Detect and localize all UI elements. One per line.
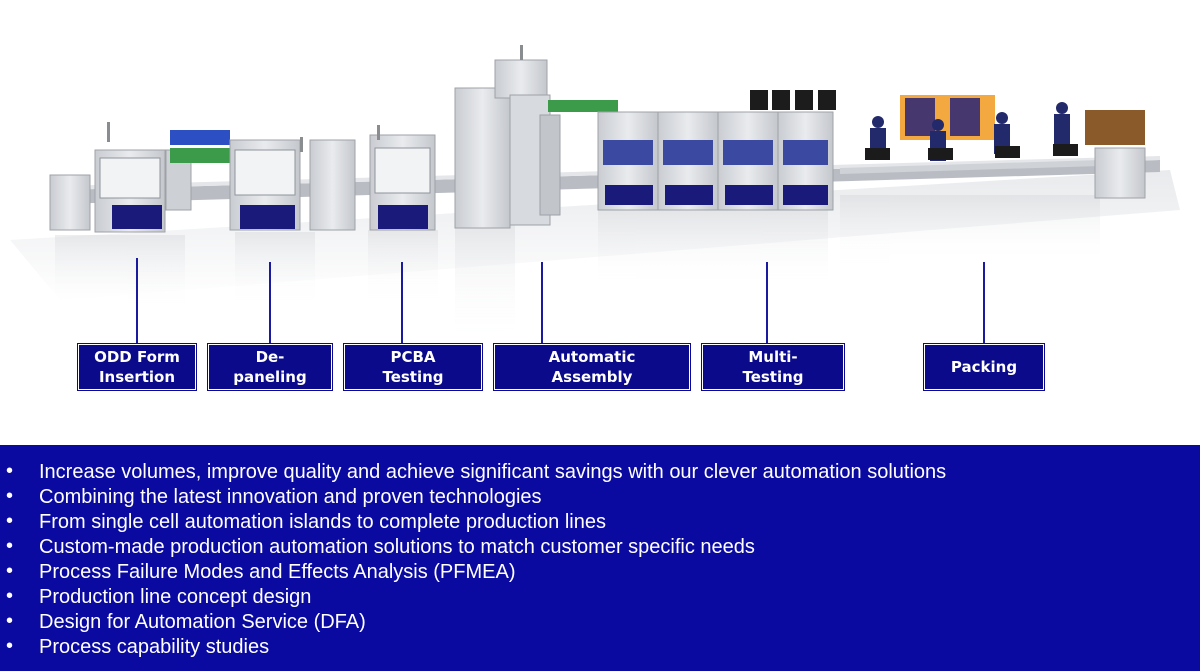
stage-label-depaneling: De- paneling [207, 343, 333, 391]
bullet-item: • Production line concept design [0, 585, 1200, 610]
machine-pcba-testing [369, 125, 436, 231]
stage-label-odd-form-insertion: ODD Form Insertion [77, 343, 197, 391]
bullet-item: • Process Failure Modes and Effects Analy… [0, 560, 1200, 585]
bullet-icon: • [6, 585, 14, 607]
bullet-item: • From single cell automation islands to … [0, 510, 1200, 535]
info-panel: • Increase volumes, improve quality and a… [0, 445, 1200, 671]
bullet-icon: • [6, 485, 14, 507]
bullet-icon: • [6, 560, 14, 582]
stage-label-packing: Packing [923, 343, 1045, 391]
bullet-text: Process Failure Modes and Effects Analys… [39, 561, 516, 583]
bullet-text: Design for Automation Service (DFA) [39, 611, 366, 633]
bullet-text: Combining the latest innovation and prov… [39, 486, 542, 508]
machine-odd-insertion [49, 122, 230, 233]
packing-area [865, 95, 1146, 199]
bullet-text: Increase volumes, improve quality and ac… [39, 461, 947, 483]
bullet-item: • Increase volumes, improve quality and a… [0, 460, 1200, 485]
bullet-text: Process capability studies [39, 636, 270, 658]
leader-lines [136, 258, 985, 344]
bullet-icon: • [6, 460, 14, 482]
bullet-item: • Combining the latest innovation and pro… [0, 485, 1200, 510]
bullet-icon: • [6, 535, 14, 557]
reflections [55, 195, 1100, 345]
bullet-icon: • [6, 510, 14, 532]
bullet-icon: • [6, 610, 14, 632]
bullet-item: • Process capability studies [0, 635, 1200, 660]
bullet-text: Custom-made production automation soluti… [39, 536, 755, 558]
bullet-list: • Increase volumes, improve quality and a… [0, 460, 1200, 660]
stage-label-pcba-testing: PCBA Testing [343, 343, 483, 391]
machine-multi-testing [597, 90, 836, 211]
machine-depaneling [229, 137, 356, 231]
bullet-item: • Design for Automation Service (DFA) [0, 610, 1200, 635]
production-line-illustration [10, 45, 1180, 345]
bullet-icon: • [6, 635, 14, 657]
bullet-text: Production line concept design [39, 586, 312, 608]
bullet-text: From single cell automation islands to c… [39, 511, 606, 533]
machine-automatic-assembly [454, 45, 618, 229]
bullet-item: • Custom-made production automation solut… [0, 535, 1200, 560]
stage-label-multi-testing: Multi- Testing [701, 343, 845, 391]
stage-label-automatic-assembly: Automatic Assembly [493, 343, 691, 391]
